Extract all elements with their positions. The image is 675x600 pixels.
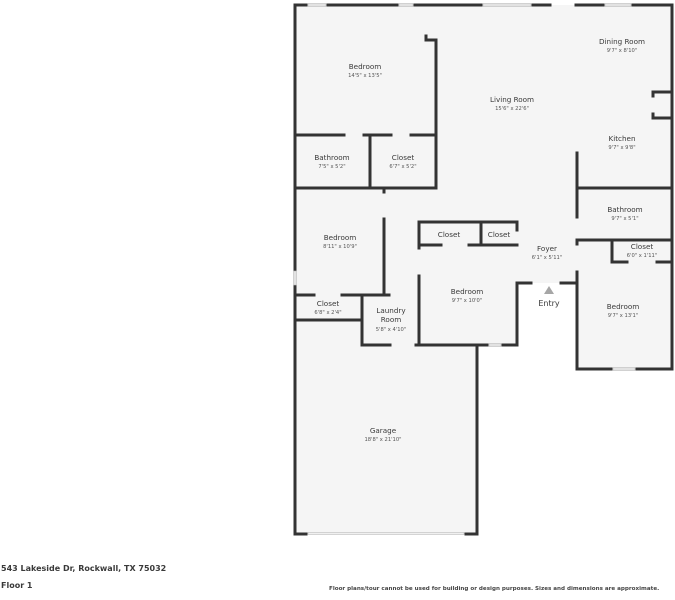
- disclaimer-text: Floor plans/tour cannot be used for buil…: [329, 586, 660, 592]
- room-laundry-room: Laundry Room 5'8" x 4'10": [376, 306, 407, 333]
- room-name: Closet: [392, 153, 415, 162]
- room-name: Room: [381, 315, 401, 324]
- room-closet-3: Closet: [438, 230, 461, 239]
- room-dimensions: 9'7" x 8'10": [607, 48, 638, 54]
- floor-fill: [295, 5, 672, 534]
- room-bedroom-1: Bedroom 14'5" x 13'5": [348, 62, 382, 79]
- room-name: Bedroom: [324, 233, 357, 242]
- room-dimensions: 6'7" x 5'2": [389, 164, 416, 170]
- room-dimensions: 6'0" x 1'11": [627, 253, 658, 259]
- room-name: Living Room: [490, 95, 534, 104]
- room-name: Foyer: [537, 244, 557, 253]
- room-dimensions: 9'7" x 9'8": [608, 145, 635, 151]
- room-dimensions: 18'8" x 21'10": [364, 437, 401, 443]
- room-dimensions: 9'7" x 10'0": [452, 298, 483, 304]
- windows: [293, 3, 636, 535]
- room-bathroom-1: Bathroom 7'5" x 5'2": [314, 153, 349, 170]
- room-bedroom-2: Bedroom 8'11" x 10'9": [323, 233, 357, 250]
- room-closet-1: Closet 6'7" x 5'2": [389, 153, 416, 170]
- room-name: Garage: [370, 426, 397, 435]
- room-dimensions: 7'5" x 5'2": [318, 164, 345, 170]
- room-name: Closet: [317, 299, 340, 308]
- room-kitchen: Kitchen 9'7" x 9'8": [608, 134, 635, 151]
- triangle-up-icon: [544, 286, 554, 294]
- room-name: Closet: [438, 230, 461, 239]
- room-bathroom-2: Bathroom 9'7" x 5'1": [607, 205, 642, 222]
- room-closet-4: Closet: [488, 230, 511, 239]
- room-name: Closet: [488, 230, 511, 239]
- room-name: Laundry: [376, 306, 406, 315]
- room-dimensions: 9'7" x 13'1": [608, 313, 639, 319]
- room-dimensions: 15'6" x 22'6": [495, 106, 529, 112]
- room-name: Bedroom: [451, 287, 484, 296]
- room-closet-2: Closet 6'8" x 2'4": [314, 299, 341, 316]
- room-living-room: Living Room 15'6" x 22'6": [490, 95, 534, 112]
- room-name: Closet: [631, 242, 654, 251]
- room-dining-room: Dining Room 9'7" x 8'10": [599, 37, 645, 54]
- room-name: Bedroom: [607, 302, 640, 311]
- room-dimensions: 6'8" x 2'4": [314, 310, 341, 316]
- room-closet-5: Closet 6'0" x 1'11": [627, 242, 658, 259]
- room-name: Dining Room: [599, 37, 645, 46]
- floor-label: Floor 1: [1, 581, 33, 590]
- room-name: Bathroom: [607, 205, 642, 214]
- property-address: 543 Lakeside Dr, Rockwall, TX 75032: [1, 564, 167, 573]
- room-garage: Garage 18'8" x 21'10": [364, 426, 401, 443]
- room-dimensions: 8'11" x 10'9": [323, 244, 357, 250]
- walls: [293, 3, 674, 536]
- room-dimensions: 5'8" x 4'10": [376, 327, 407, 333]
- room-name: Bathroom: [314, 153, 349, 162]
- room-name: Kitchen: [608, 134, 635, 143]
- entry-marker: Entry: [538, 286, 560, 308]
- room-foyer: Foyer 6'1" x 5'11": [532, 244, 563, 261]
- room-bedroom-4: Bedroom 9'7" x 13'1": [607, 302, 640, 319]
- room-dimensions: 6'1" x 5'11": [532, 255, 563, 261]
- room-dimensions: 14'5" x 13'5": [348, 73, 382, 79]
- entry-label: Entry: [538, 299, 560, 308]
- room-name: Bedroom: [349, 62, 382, 71]
- room-dimensions: 9'7" x 5'1": [611, 216, 638, 222]
- room-bedroom-3: Bedroom 9'7" x 10'0": [451, 287, 484, 304]
